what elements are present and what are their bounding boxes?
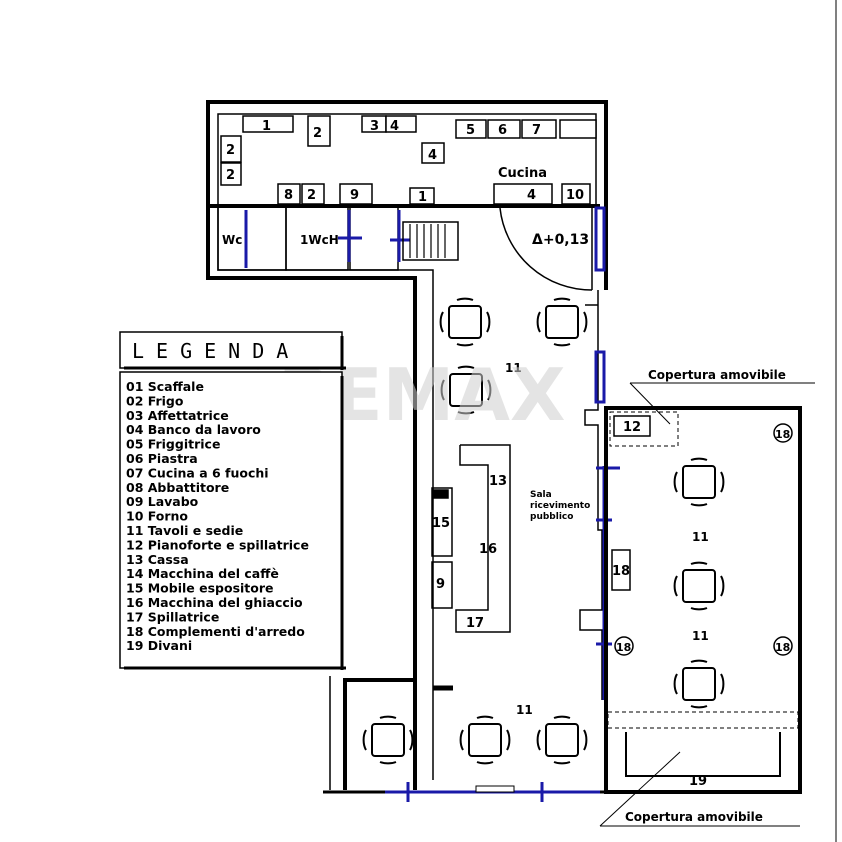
legend-item: 03 Affettatrice [126, 408, 229, 423]
label-2-top: 2 [313, 126, 322, 141]
label-17: 17 [466, 616, 484, 631]
fixture-1-low [409, 187, 435, 205]
fixture-1-top [242, 115, 294, 133]
legend-item: 14 Macchina del caffè [126, 566, 279, 581]
fixture-4-mid [421, 142, 445, 164]
cover-callouts: Copertura amovibile Copertura amovibile [599, 368, 815, 827]
label-1-top: 1 [262, 119, 271, 134]
fixture-5 [455, 119, 487, 139]
level-label: Δ+0,13 [532, 232, 589, 248]
room-wch-label: 1WcH [300, 233, 339, 247]
table-5 [673, 561, 725, 611]
table-4 [673, 457, 725, 507]
label-4-low: 4 [527, 188, 536, 203]
marker-18-b [614, 636, 634, 656]
label-12: 12 [623, 420, 641, 435]
label-8: 8 [284, 188, 293, 203]
label-2-low: 2 [307, 188, 316, 203]
legend-title: LEGENDA [132, 339, 300, 363]
room-kitchen-label: Cucina [498, 166, 547, 181]
label-2-left-a: 2 [226, 143, 235, 158]
legend-item: 04 Banco da lavoro [126, 422, 261, 437]
tables [362, 297, 725, 765]
label-6: 6 [498, 123, 507, 138]
marker-18-a-label: 18 [775, 428, 790, 441]
label-9-bar: 9 [436, 577, 445, 592]
table-2 [536, 297, 588, 347]
marker-18-a [773, 423, 793, 443]
room-wc-label: Wc [222, 233, 242, 247]
fixture-4-top [385, 115, 417, 133]
kitchen-fixtures [220, 115, 597, 205]
label-3: 3 [370, 119, 379, 134]
label-11-a: 11 [505, 361, 522, 375]
kitchen-door-arc [499, 207, 593, 291]
label-11-b: 11 [692, 530, 709, 544]
label-13: 13 [489, 474, 507, 489]
marker-18-c [773, 636, 793, 656]
fixture-4-low [493, 183, 553, 205]
fixture-6 [487, 119, 521, 139]
fixture-2-low [301, 183, 325, 205]
fixture-2-left-b [220, 162, 242, 186]
label-1-low: 1 [418, 190, 427, 205]
decor-markers: 18 18 18 [614, 423, 793, 656]
table-7 [362, 715, 414, 765]
legend-item: 16 Macchina del ghiaccio [126, 595, 303, 610]
label-11-c: 11 [692, 629, 709, 643]
legend-item: 07 Cucina a 6 fuochi [126, 465, 269, 480]
label-16: 16 [479, 542, 497, 557]
table-6 [673, 659, 725, 709]
legend-item: 12 Pianoforte e spillatrice [126, 537, 309, 552]
label-18-cabinet: 18 [612, 564, 630, 579]
legend-item: 13 Cassa [126, 552, 189, 567]
fixture-7 [521, 119, 557, 139]
fixture-2-top [307, 115, 331, 147]
table-9 [536, 715, 588, 765]
legend-item: 08 Abbattitore [126, 480, 229, 495]
fixture-2-left-a [220, 135, 242, 163]
table-8 [459, 715, 511, 765]
marker-18-b-label: 18 [616, 641, 631, 654]
label-4-mid: 4 [428, 148, 437, 163]
legend-item: 01 Scaffale [126, 379, 204, 394]
hall-label-line1: Sala [530, 490, 552, 500]
label-11-d: 11 [516, 703, 533, 717]
hall-label-line3: pubblico [530, 512, 573, 522]
table-1 [439, 297, 491, 347]
legend-item: 06 Piastra [126, 451, 198, 466]
legend-item: 19 Divani [126, 638, 192, 653]
cover-bottom-label: Copertura amovibile [625, 810, 763, 824]
label-10: 10 [566, 188, 584, 203]
legend-item: 02 Frigo [126, 393, 184, 408]
cover-top-label: Copertura amovibile [648, 368, 786, 382]
legend-item: 11 Tavoli e sedie [126, 523, 243, 538]
hall-label: Sala ricevimento pubblico [530, 490, 590, 522]
label-7: 7 [532, 123, 541, 138]
fixture-9-top [339, 183, 373, 205]
legend-item: 05 Friggitrice [126, 437, 220, 452]
marker-18-c-label: 18 [775, 641, 790, 654]
glazing-bottom [385, 782, 600, 802]
label-2-left-b: 2 [226, 168, 235, 183]
legend-item: 15 Mobile espositore [126, 581, 274, 596]
legend-item: 17 Spillatrice [126, 609, 219, 624]
fixture-8 [277, 183, 301, 205]
hall-label-line2: ricevimento [530, 501, 590, 511]
legend-item: 10 Forno [126, 509, 188, 524]
fixture-10 [561, 183, 591, 205]
label-9-top: 9 [350, 188, 359, 203]
pavilion [604, 406, 802, 794]
label-19: 19 [689, 774, 707, 789]
wc-partitions [217, 205, 459, 271]
legend-item: 18 Complementi d'arredo [126, 624, 305, 639]
label-4-top: 4 [390, 119, 399, 134]
table-3 [440, 365, 492, 415]
label-5: 5 [466, 123, 475, 138]
bar-counter [431, 444, 511, 633]
legend-item: 09 Lavabo [126, 494, 199, 509]
label-15: 15 [432, 516, 450, 531]
